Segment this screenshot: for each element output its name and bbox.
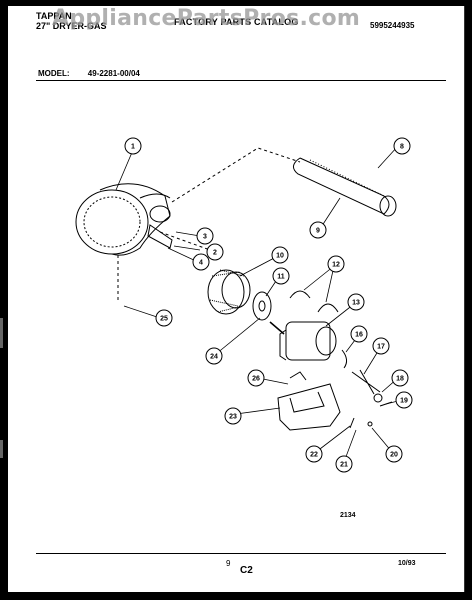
callout-number: 20 — [390, 452, 398, 459]
callout-bubble — [391, 369, 409, 387]
callout-1: 1 — [124, 137, 142, 155]
callout-bubble — [309, 221, 327, 239]
callout-number: 23 — [229, 414, 237, 421]
model-row: MODEL: 49-2281-00/04 — [38, 70, 156, 78]
callout-12: 12 — [327, 255, 345, 273]
callout-bubble — [272, 267, 290, 285]
callout-9: 9 — [309, 221, 327, 239]
motor-mount-part — [277, 371, 341, 431]
callout-number: 17 — [377, 344, 385, 351]
model-value: 49-2281-00/04 — [87, 69, 140, 78]
callout-number: 16 — [355, 332, 363, 339]
callout-bubble — [192, 253, 210, 271]
callout-bubble — [372, 337, 390, 355]
callout-number: 9 — [316, 228, 320, 235]
callout-bubble — [350, 325, 368, 343]
watermark-text: AppliancePartsPros.com — [52, 6, 361, 31]
assembly-guide-lines — [117, 147, 301, 302]
callout-2: 2 — [206, 243, 224, 261]
callout-number: 11 — [277, 274, 285, 281]
callout-20: 20 — [385, 445, 403, 463]
clip-hardware-part — [349, 417, 355, 429]
callout-23: 23 — [224, 407, 242, 425]
page-number: 9 — [226, 559, 231, 568]
callout-bubble — [196, 227, 214, 245]
callout-number: 19 — [400, 398, 408, 405]
callout-bubble — [393, 137, 411, 155]
callout-bubble — [271, 246, 289, 264]
callout-bubble — [385, 445, 403, 463]
callout-19: 19 — [395, 391, 413, 409]
drive-motor-part — [269, 321, 337, 361]
callout-number: 13 — [352, 300, 360, 307]
callout-11: 11 — [272, 267, 290, 285]
header-divider — [36, 80, 446, 81]
catalog-title: FACTORY PARTS CATALOG — [174, 17, 299, 27]
spring-part — [341, 349, 348, 369]
callout-number: 26 — [252, 376, 260, 383]
exhaust-duct-part — [293, 157, 397, 217]
callout-bubble — [247, 369, 265, 387]
callout-bubble — [155, 309, 173, 327]
callout-number: 4 — [199, 260, 203, 267]
callout-number: 12 — [332, 262, 340, 269]
callout-13: 13 — [347, 293, 365, 311]
drawing-number: 2134 — [340, 512, 356, 519]
catalog-date: 10/93 — [398, 560, 416, 567]
screw-hardware-part — [367, 421, 373, 427]
catalog-part-number: 5995244935 — [370, 21, 415, 30]
callout-21: 21 — [335, 455, 353, 473]
callout-bubble — [347, 293, 365, 311]
callout-18: 18 — [391, 369, 409, 387]
callout-4: 4 — [192, 253, 210, 271]
callout-24: 24 — [205, 347, 223, 365]
callout-number: 25 — [160, 316, 168, 323]
callout-22: 22 — [305, 445, 323, 463]
callout-25: 25 — [155, 309, 173, 327]
callout-number: 24 — [210, 354, 218, 361]
callout-10: 10 — [271, 246, 289, 264]
callout-number: 8 — [400, 144, 404, 151]
motor-clips-part — [289, 290, 339, 313]
callout-number: 21 — [340, 462, 348, 469]
callout-bubble — [205, 347, 223, 365]
callout-number: 2 — [213, 250, 217, 257]
brand-name: TAPPAN — [36, 11, 72, 21]
callout-bubble — [327, 255, 345, 273]
model-label: MODEL: — [38, 69, 70, 78]
callout-number: 10 — [276, 253, 284, 260]
product-name: 27" DRYER-GAS — [36, 21, 107, 31]
blower-disk-part — [252, 291, 272, 321]
callout-bubble — [395, 391, 413, 409]
callout-bubble — [305, 445, 323, 463]
callout-number: 3 — [203, 234, 207, 241]
callout-3: 3 — [196, 227, 214, 245]
section-code: C2 — [240, 565, 253, 576]
blower-wheel-part — [207, 269, 251, 315]
callout-bubble — [124, 137, 142, 155]
callout-bubble — [224, 407, 242, 425]
idler-arm-part — [351, 369, 383, 403]
callout-bubble — [206, 243, 224, 261]
scan-edge-mark — [0, 318, 3, 348]
callout-bubble — [335, 455, 353, 473]
callout-17: 17 — [372, 337, 390, 355]
callout-number: 22 — [310, 452, 318, 459]
callout-number: 18 — [396, 376, 404, 383]
callout-number: 1 — [131, 144, 135, 151]
callout-16: 16 — [350, 325, 368, 343]
callout-26: 26 — [247, 369, 265, 387]
blower-housing-part — [75, 183, 173, 256]
footer-divider — [36, 553, 446, 554]
callout-8: 8 — [393, 137, 411, 155]
parts-catalog-sheet — [8, 6, 465, 592]
scan-edge-mark — [0, 440, 3, 458]
